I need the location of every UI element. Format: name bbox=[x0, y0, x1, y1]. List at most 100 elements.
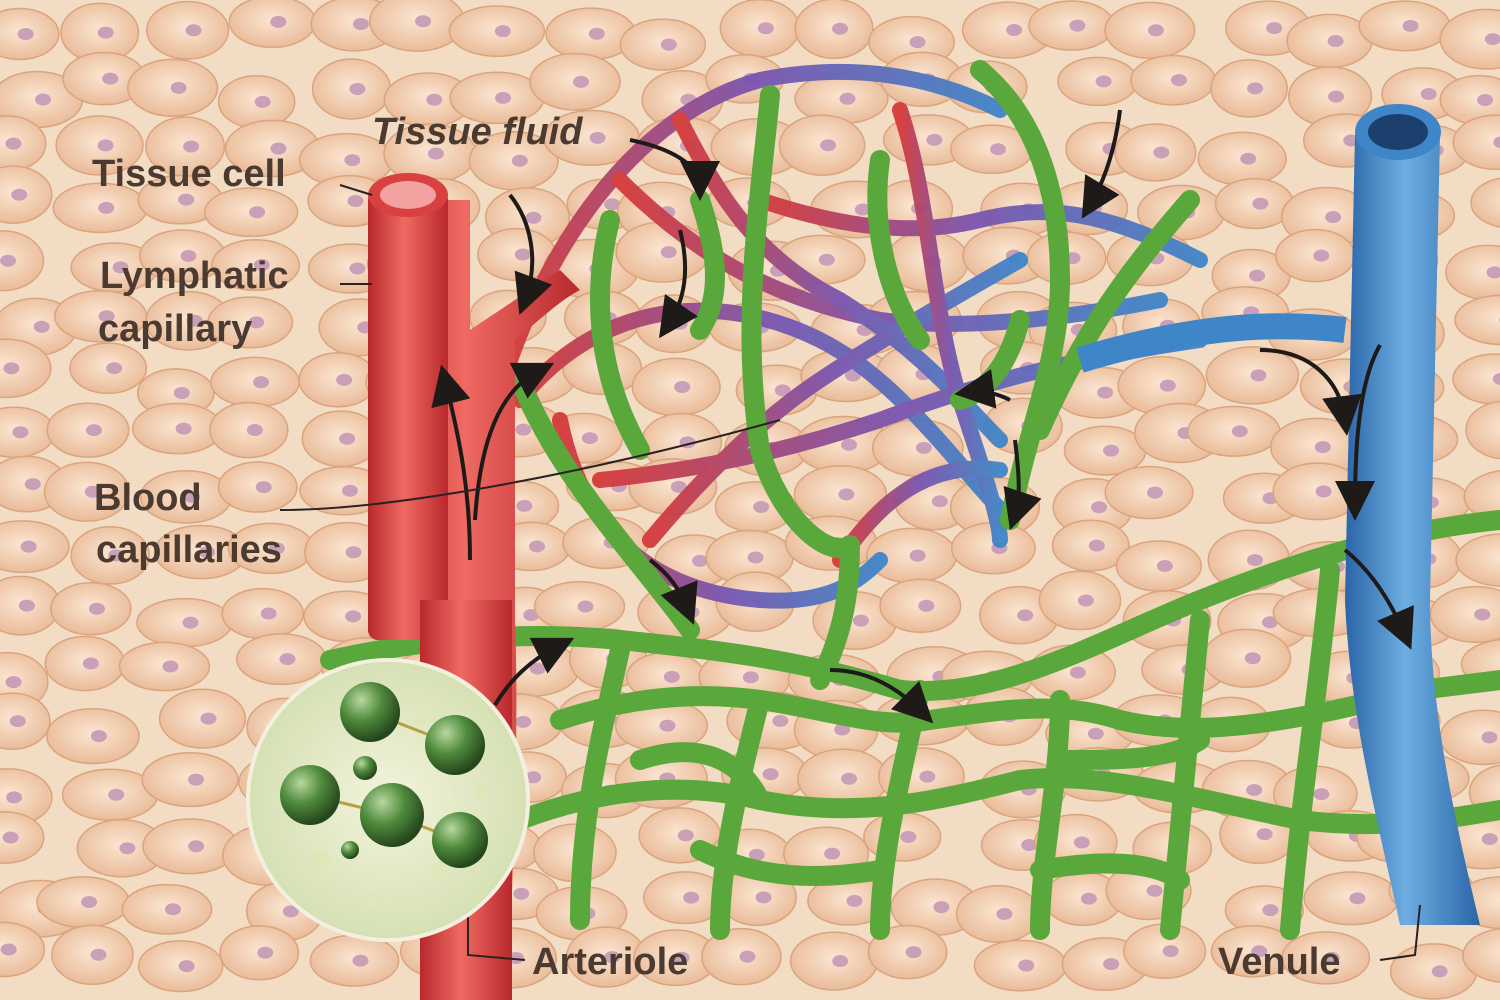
cell-nucleus bbox=[9, 715, 26, 728]
cell-nucleus bbox=[1323, 951, 1340, 964]
cell-nucleus bbox=[931, 495, 948, 508]
cell-nucleus bbox=[254, 95, 271, 108]
cell-nucleus bbox=[268, 542, 285, 555]
cell-nucleus bbox=[260, 607, 277, 620]
cell-nucleus bbox=[674, 380, 691, 393]
cell-nucleus bbox=[175, 422, 192, 435]
cell-nucleus bbox=[515, 715, 532, 728]
cell-nucleus bbox=[6, 791, 23, 804]
cell-nucleus bbox=[1069, 666, 1086, 679]
cell-nucleus bbox=[494, 25, 511, 38]
cell-nucleus bbox=[755, 891, 772, 904]
cell-nucleus bbox=[1146, 884, 1163, 897]
cell-nucleus bbox=[33, 320, 50, 333]
cell-nucleus bbox=[184, 490, 201, 503]
cell-nucleus bbox=[577, 600, 594, 613]
cell-nucleus bbox=[106, 362, 123, 375]
cell-nucleus bbox=[198, 546, 215, 559]
cell-nucleus bbox=[1146, 486, 1163, 499]
cell-nucleus bbox=[846, 894, 863, 907]
cell-nucleus bbox=[108, 549, 125, 562]
tissue-cell bbox=[0, 338, 52, 399]
cell-nucleus bbox=[1103, 958, 1120, 971]
cell-nucleus bbox=[1231, 425, 1248, 438]
cell-nucleus bbox=[1325, 211, 1342, 224]
label-lymphatic-capillary-line2: capillary bbox=[98, 308, 253, 350]
cell-nucleus bbox=[1313, 788, 1330, 801]
cell-nucleus bbox=[513, 887, 530, 900]
cell-nucleus bbox=[85, 424, 102, 437]
tissue-cell bbox=[0, 230, 45, 292]
cell-nucleus bbox=[1077, 594, 1094, 607]
cell-nucleus bbox=[854, 203, 871, 216]
cell-nucleus bbox=[427, 147, 444, 160]
label-tissue-cell: Tissue cell bbox=[92, 153, 286, 195]
cell-nucleus bbox=[1069, 19, 1086, 32]
cell-nucleus bbox=[1073, 836, 1090, 849]
cell-nucleus bbox=[188, 840, 205, 853]
cell-nucleus bbox=[824, 847, 841, 860]
cell-nucleus bbox=[572, 75, 589, 88]
cell-nucleus bbox=[183, 140, 200, 153]
cell-nucleus bbox=[336, 373, 353, 386]
cell-nucleus bbox=[12, 426, 29, 439]
cell-nucleus bbox=[1156, 560, 1173, 573]
cell-nucleus bbox=[1250, 369, 1267, 382]
cell-nucleus bbox=[2, 831, 19, 844]
cell-nucleus bbox=[1486, 266, 1500, 279]
cell-nucleus bbox=[990, 143, 1007, 156]
cell-nucleus bbox=[1017, 609, 1034, 622]
cell-nucleus bbox=[17, 28, 34, 41]
cell-nucleus bbox=[820, 139, 837, 152]
cell-nucleus bbox=[1088, 539, 1105, 552]
cell-nucleus bbox=[185, 24, 202, 37]
cell-nucleus bbox=[834, 723, 851, 736]
cell-nucleus bbox=[349, 262, 366, 275]
cell-nucleus bbox=[5, 137, 22, 150]
cell-nucleus bbox=[1006, 24, 1023, 37]
label-blood-capillaries-line2: capillaries bbox=[96, 529, 282, 571]
cell-nucleus bbox=[832, 955, 849, 968]
cell-nucleus bbox=[1420, 87, 1437, 100]
cell-nucleus bbox=[1153, 146, 1170, 159]
cell-nucleus bbox=[528, 540, 545, 553]
cell-nucleus bbox=[90, 730, 107, 743]
cell-nucleus bbox=[495, 91, 512, 104]
cell-nucleus bbox=[525, 211, 542, 224]
cell-nucleus bbox=[1095, 75, 1112, 88]
label-leader-lines bbox=[279, 184, 1421, 961]
cell-nucleus bbox=[516, 499, 533, 512]
cell-nucleus bbox=[1246, 783, 1263, 796]
cell-nucleus bbox=[1481, 731, 1498, 744]
cell-nucleus bbox=[1021, 838, 1038, 851]
cell-nucleus bbox=[279, 653, 296, 666]
tissue-cell bbox=[1439, 8, 1500, 70]
cell-nucleus bbox=[1091, 501, 1108, 514]
cell-nucleus bbox=[102, 72, 119, 85]
cell-nucleus bbox=[659, 719, 676, 732]
tissue-cell bbox=[1455, 533, 1500, 587]
cell-nucleus bbox=[1474, 608, 1491, 621]
cell-nucleus bbox=[1266, 22, 1283, 35]
cell-nucleus bbox=[248, 316, 265, 329]
cell-nucleus bbox=[839, 92, 856, 105]
cell-nucleus bbox=[1080, 892, 1097, 905]
cell-nucleus bbox=[996, 907, 1013, 920]
flow-arrows bbox=[431, 109, 1414, 724]
cell-nucleus bbox=[270, 15, 287, 28]
cell-nucleus bbox=[1240, 152, 1257, 165]
tissue-cell bbox=[1454, 294, 1500, 346]
tissue-cell bbox=[1465, 400, 1500, 460]
cell-nucleus bbox=[905, 946, 922, 959]
cell-nucleus bbox=[588, 27, 605, 40]
cell-nucleus bbox=[818, 253, 835, 266]
label-venule: Venule bbox=[1218, 941, 1341, 983]
cell-nucleus bbox=[88, 602, 105, 615]
cell-nucleus bbox=[1247, 554, 1264, 567]
cell-nucleus bbox=[426, 93, 443, 106]
cell-nucleus bbox=[11, 188, 28, 201]
cell-nucleus bbox=[1103, 444, 1120, 457]
cell-nucleus bbox=[3, 362, 20, 375]
cell-nucleus bbox=[20, 540, 37, 553]
